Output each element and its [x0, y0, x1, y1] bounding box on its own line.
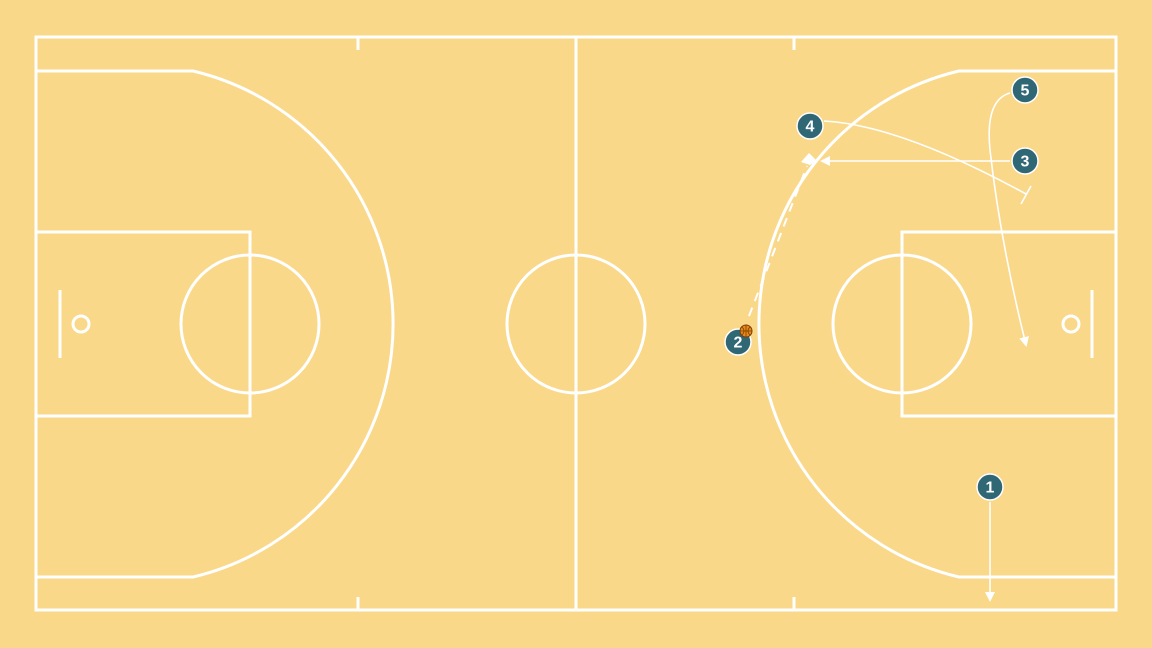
- player-4[interactable]: 4: [796, 112, 824, 140]
- player-2-label: 2: [734, 335, 743, 352]
- basketball-icon: [739, 324, 753, 338]
- court-lines: [34, 35, 1118, 612]
- player-1-label: 1: [986, 480, 995, 497]
- players: 1 2 3 4 5: [724, 76, 1039, 501]
- three-point-line-right: [757, 69, 1116, 579]
- screen-path-4: [823, 120, 1027, 195]
- player-5-label: 5: [1021, 83, 1030, 100]
- player-4-label: 4: [806, 119, 815, 136]
- free-throw-circle-right: [831, 253, 973, 395]
- three-point-line-left: [36, 69, 395, 579]
- center-circle: [505, 253, 647, 395]
- pass-receive-marker: [801, 153, 817, 165]
- player-5[interactable]: 5: [1011, 76, 1039, 104]
- hoop-left: [71, 314, 91, 334]
- paint-right: [900, 230, 1118, 418]
- player-3-label: 3: [1021, 154, 1030, 171]
- hoop-right: [1061, 314, 1081, 334]
- cut-path-5: [988, 92, 1029, 347]
- pass-line-2-to-4: [748, 165, 808, 317]
- screen-marker-4: [1020, 185, 1032, 205]
- paint-left: [34, 230, 252, 418]
- player-1[interactable]: 1: [976, 473, 1004, 501]
- play-movements: [748, 92, 1032, 602]
- free-throw-circle-left: [179, 253, 321, 395]
- player-3[interactable]: 3: [1011, 147, 1039, 175]
